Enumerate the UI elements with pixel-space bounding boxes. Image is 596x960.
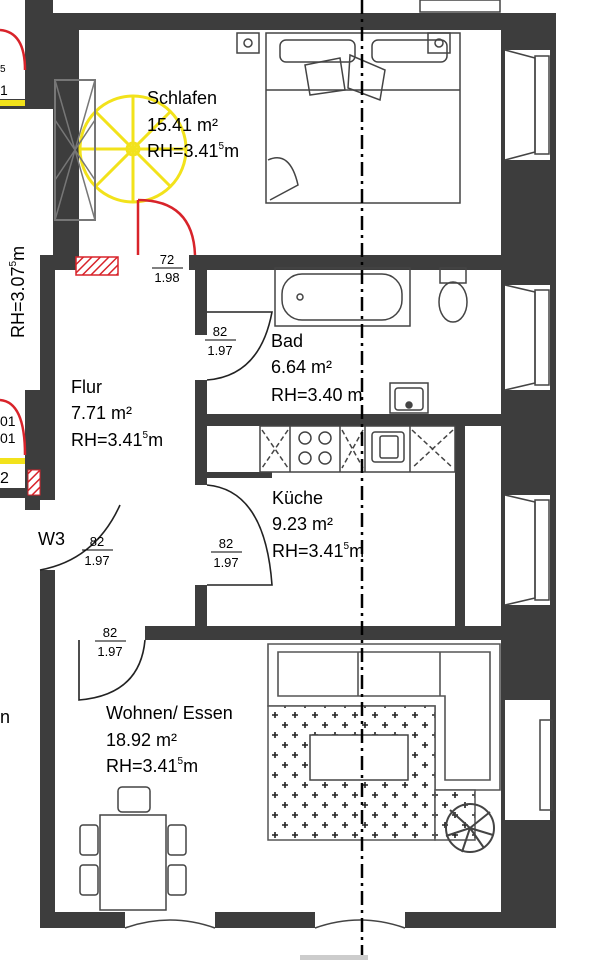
room-label-bad: Bad 6.64 m² RH=3.40 m — [271, 331, 363, 405]
neighbor-fragment: 2 — [0, 470, 9, 487]
door-dim-bad: 82 1.97 — [205, 324, 236, 358]
door-dim-wohnen: 82 1.97 — [95, 625, 126, 659]
door-width: 82 — [90, 534, 104, 549]
kitchen-counter — [259, 425, 456, 473]
door-height: 1.97 — [84, 553, 109, 568]
neighbor-fragment: n — [0, 707, 10, 727]
washbasin — [389, 382, 429, 414]
room-label-schlafen: Schlafen 15.41 m² RH=3.415m — [147, 88, 239, 161]
threshold-mark — [0, 458, 25, 464]
room-label-flur: Flur 7.71 m² RH=3.415m — [71, 377, 163, 450]
door-dim-schlafen: 72 1.98 — [152, 252, 183, 285]
door-height: 1.98 — [154, 270, 179, 285]
door-height: 1.97 — [213, 555, 238, 570]
bathtub — [274, 267, 411, 327]
room-area: 7.71 m² — [71, 403, 132, 423]
neighbor-fragment: 01 — [0, 413, 16, 429]
room-label-w3: W3 — [38, 529, 65, 549]
room-height-sup: 5 — [178, 756, 184, 767]
room-height-unit: m — [183, 756, 198, 776]
svg-text:RH=3.415m: RH=3.415m — [106, 756, 198, 776]
room-name: Flur — [71, 377, 102, 397]
door-width: 72 — [160, 252, 174, 267]
svg-text:RH=3.075m: RH=3.075m — [8, 246, 28, 338]
room-height-sup: 5 — [344, 541, 350, 552]
room-name: Küche — [272, 488, 323, 508]
room-label-wohnen: Wohnen/ Essen 18.92 m² RH=3.415m — [106, 703, 233, 776]
scroll-indicator[interactable] — [300, 955, 368, 960]
room-height-unit: m — [224, 141, 239, 161]
room-name: Bad — [271, 331, 303, 351]
spiral-stair — [54, 79, 188, 221]
threshold-mark — [0, 100, 25, 106]
window-frame-top — [419, 0, 501, 13]
plant-icon — [445, 803, 495, 853]
neighbor-height-unit: m — [8, 246, 28, 261]
hatched-pillar-left — [27, 469, 41, 496]
door-arcs — [39, 311, 273, 701]
room-height: RH=3.41 — [272, 541, 344, 561]
room-height: RH=3.41 — [106, 756, 178, 776]
room-height-unit: m — [148, 430, 163, 450]
room-name: Schlafen — [147, 88, 217, 108]
dining-table — [79, 786, 187, 911]
toilet — [438, 267, 468, 323]
hatched-pillar — [75, 256, 119, 276]
door-swings — [0, 28, 197, 456]
door-width: 82 — [213, 324, 227, 339]
svg-text:RH=3.415m: RH=3.415m — [272, 541, 364, 561]
room-height: RH=3.41 — [71, 430, 143, 450]
room-area: 9.23 m² — [272, 514, 333, 534]
neighbor-height-sup: 5 — [8, 260, 19, 266]
door-width: 82 — [219, 536, 233, 551]
neighbor-height: RH=3.07 — [8, 266, 28, 338]
neighbor-fragment: 1 — [0, 82, 8, 98]
room-area: 6.64 m² — [271, 357, 332, 377]
room-height: RH=3.41 — [147, 141, 219, 161]
svg-text:RH=3.415m: RH=3.415m — [147, 141, 239, 161]
door-dim-kueche: 82 1.97 — [211, 536, 242, 570]
room-height-sup: 5 — [219, 141, 225, 152]
windows — [124, 49, 553, 929]
neighbor-fragment: 5 — [0, 64, 6, 75]
room-height-unit: m — [349, 541, 364, 561]
door-height: 1.97 — [207, 343, 232, 358]
room-height-sup: 5 — [143, 430, 149, 441]
door-dim-w3: 82 1.97 — [82, 534, 113, 568]
neighbor-fragment: 01 — [0, 430, 16, 446]
room-height: RH=3.40 m — [271, 385, 363, 405]
door-height: 1.97 — [97, 644, 122, 659]
svg-text:RH=3.415m: RH=3.415m — [71, 430, 163, 450]
room-label-kueche: Küche 9.23 m² RH=3.415m — [272, 488, 364, 561]
room-area: 15.41 m² — [147, 115, 218, 135]
room-name: Wohnen/ Essen — [106, 703, 233, 723]
coffee-table — [309, 734, 409, 781]
double-bed — [236, 32, 461, 204]
door-width: 82 — [103, 625, 117, 640]
room-area: 18.92 m² — [106, 730, 177, 750]
